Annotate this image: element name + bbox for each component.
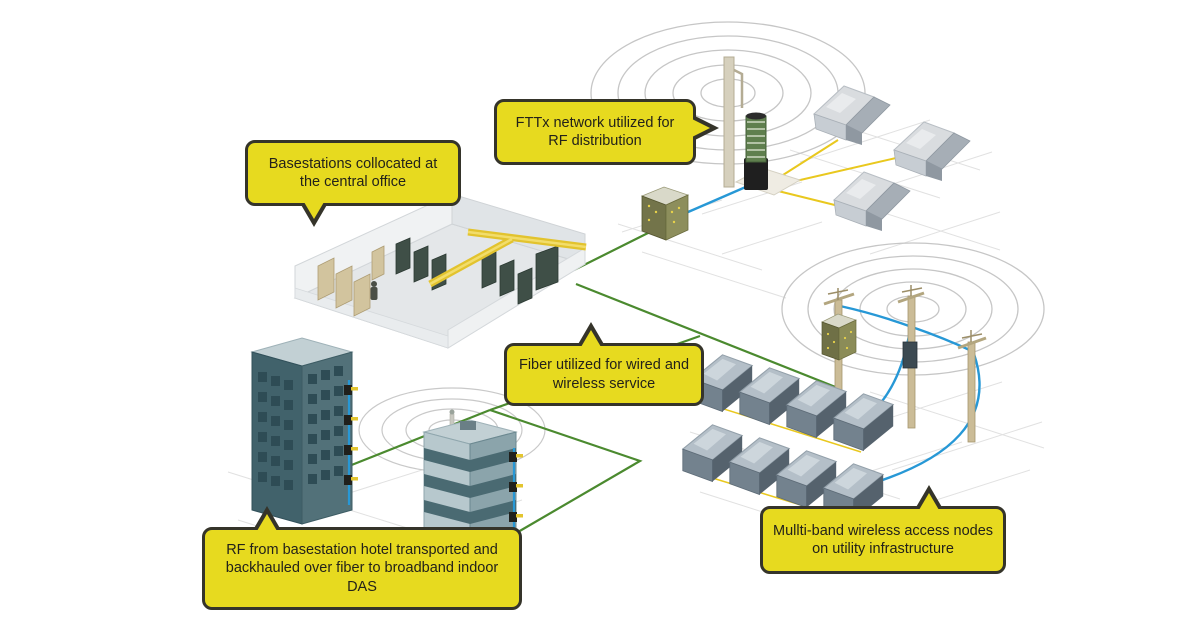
callout-multiband-text: Mullti-band wireless access nodes on uti… <box>773 522 994 557</box>
callout-basestations: Basestations collocated at the central o… <box>245 140 461 227</box>
fttx-node-icon <box>723 56 802 196</box>
fttx-home <box>833 171 911 232</box>
callout-fttx: FTTx network utilized for RF distributio… <box>494 99 719 165</box>
cable-tray <box>428 228 587 288</box>
callout-das-backhaul: RF from basestation hotel transported an… <box>202 506 522 610</box>
callout-basestations-text: Basestations collocated at the central o… <box>268 155 438 190</box>
highrise-building-das <box>250 337 358 525</box>
callout-multiband: Mullti-band wireless access nodes on uti… <box>760 485 1006 574</box>
fttx-home <box>893 121 971 182</box>
callout-das-backhaul-text: RF from basestation hotel transported an… <box>225 542 499 595</box>
callout-fiber-text: Fiber utilized for wired and wireless se… <box>518 357 690 392</box>
person-icon <box>370 281 378 300</box>
utility-pole <box>957 330 987 443</box>
callout-fiber: Fiber utilized for wired and wireless se… <box>504 322 704 406</box>
utility-pole <box>897 285 925 429</box>
equipment-racks-dark <box>395 237 559 305</box>
street-cabinet-icon <box>640 186 690 241</box>
callout-fttx-text: FTTx network utilized for RF distributio… <box>515 114 675 149</box>
utility-pole-with-node <box>821 288 857 397</box>
equipment-racks-beige <box>317 245 385 317</box>
central-office-building <box>293 193 587 349</box>
